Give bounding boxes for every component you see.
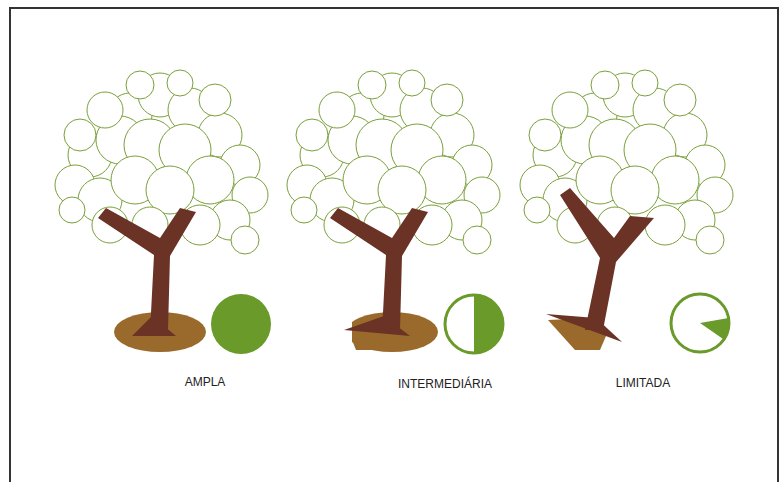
frame (10, 8, 778, 482)
tree-ample (55, 70, 271, 354)
tree-label: LIMITADA (616, 376, 670, 390)
tree-label: AMPLA (185, 375, 226, 389)
tree-limited (520, 70, 733, 352)
tree-label: INTERMEDIÁRIA (398, 377, 492, 391)
tree-intermediate (287, 70, 503, 353)
